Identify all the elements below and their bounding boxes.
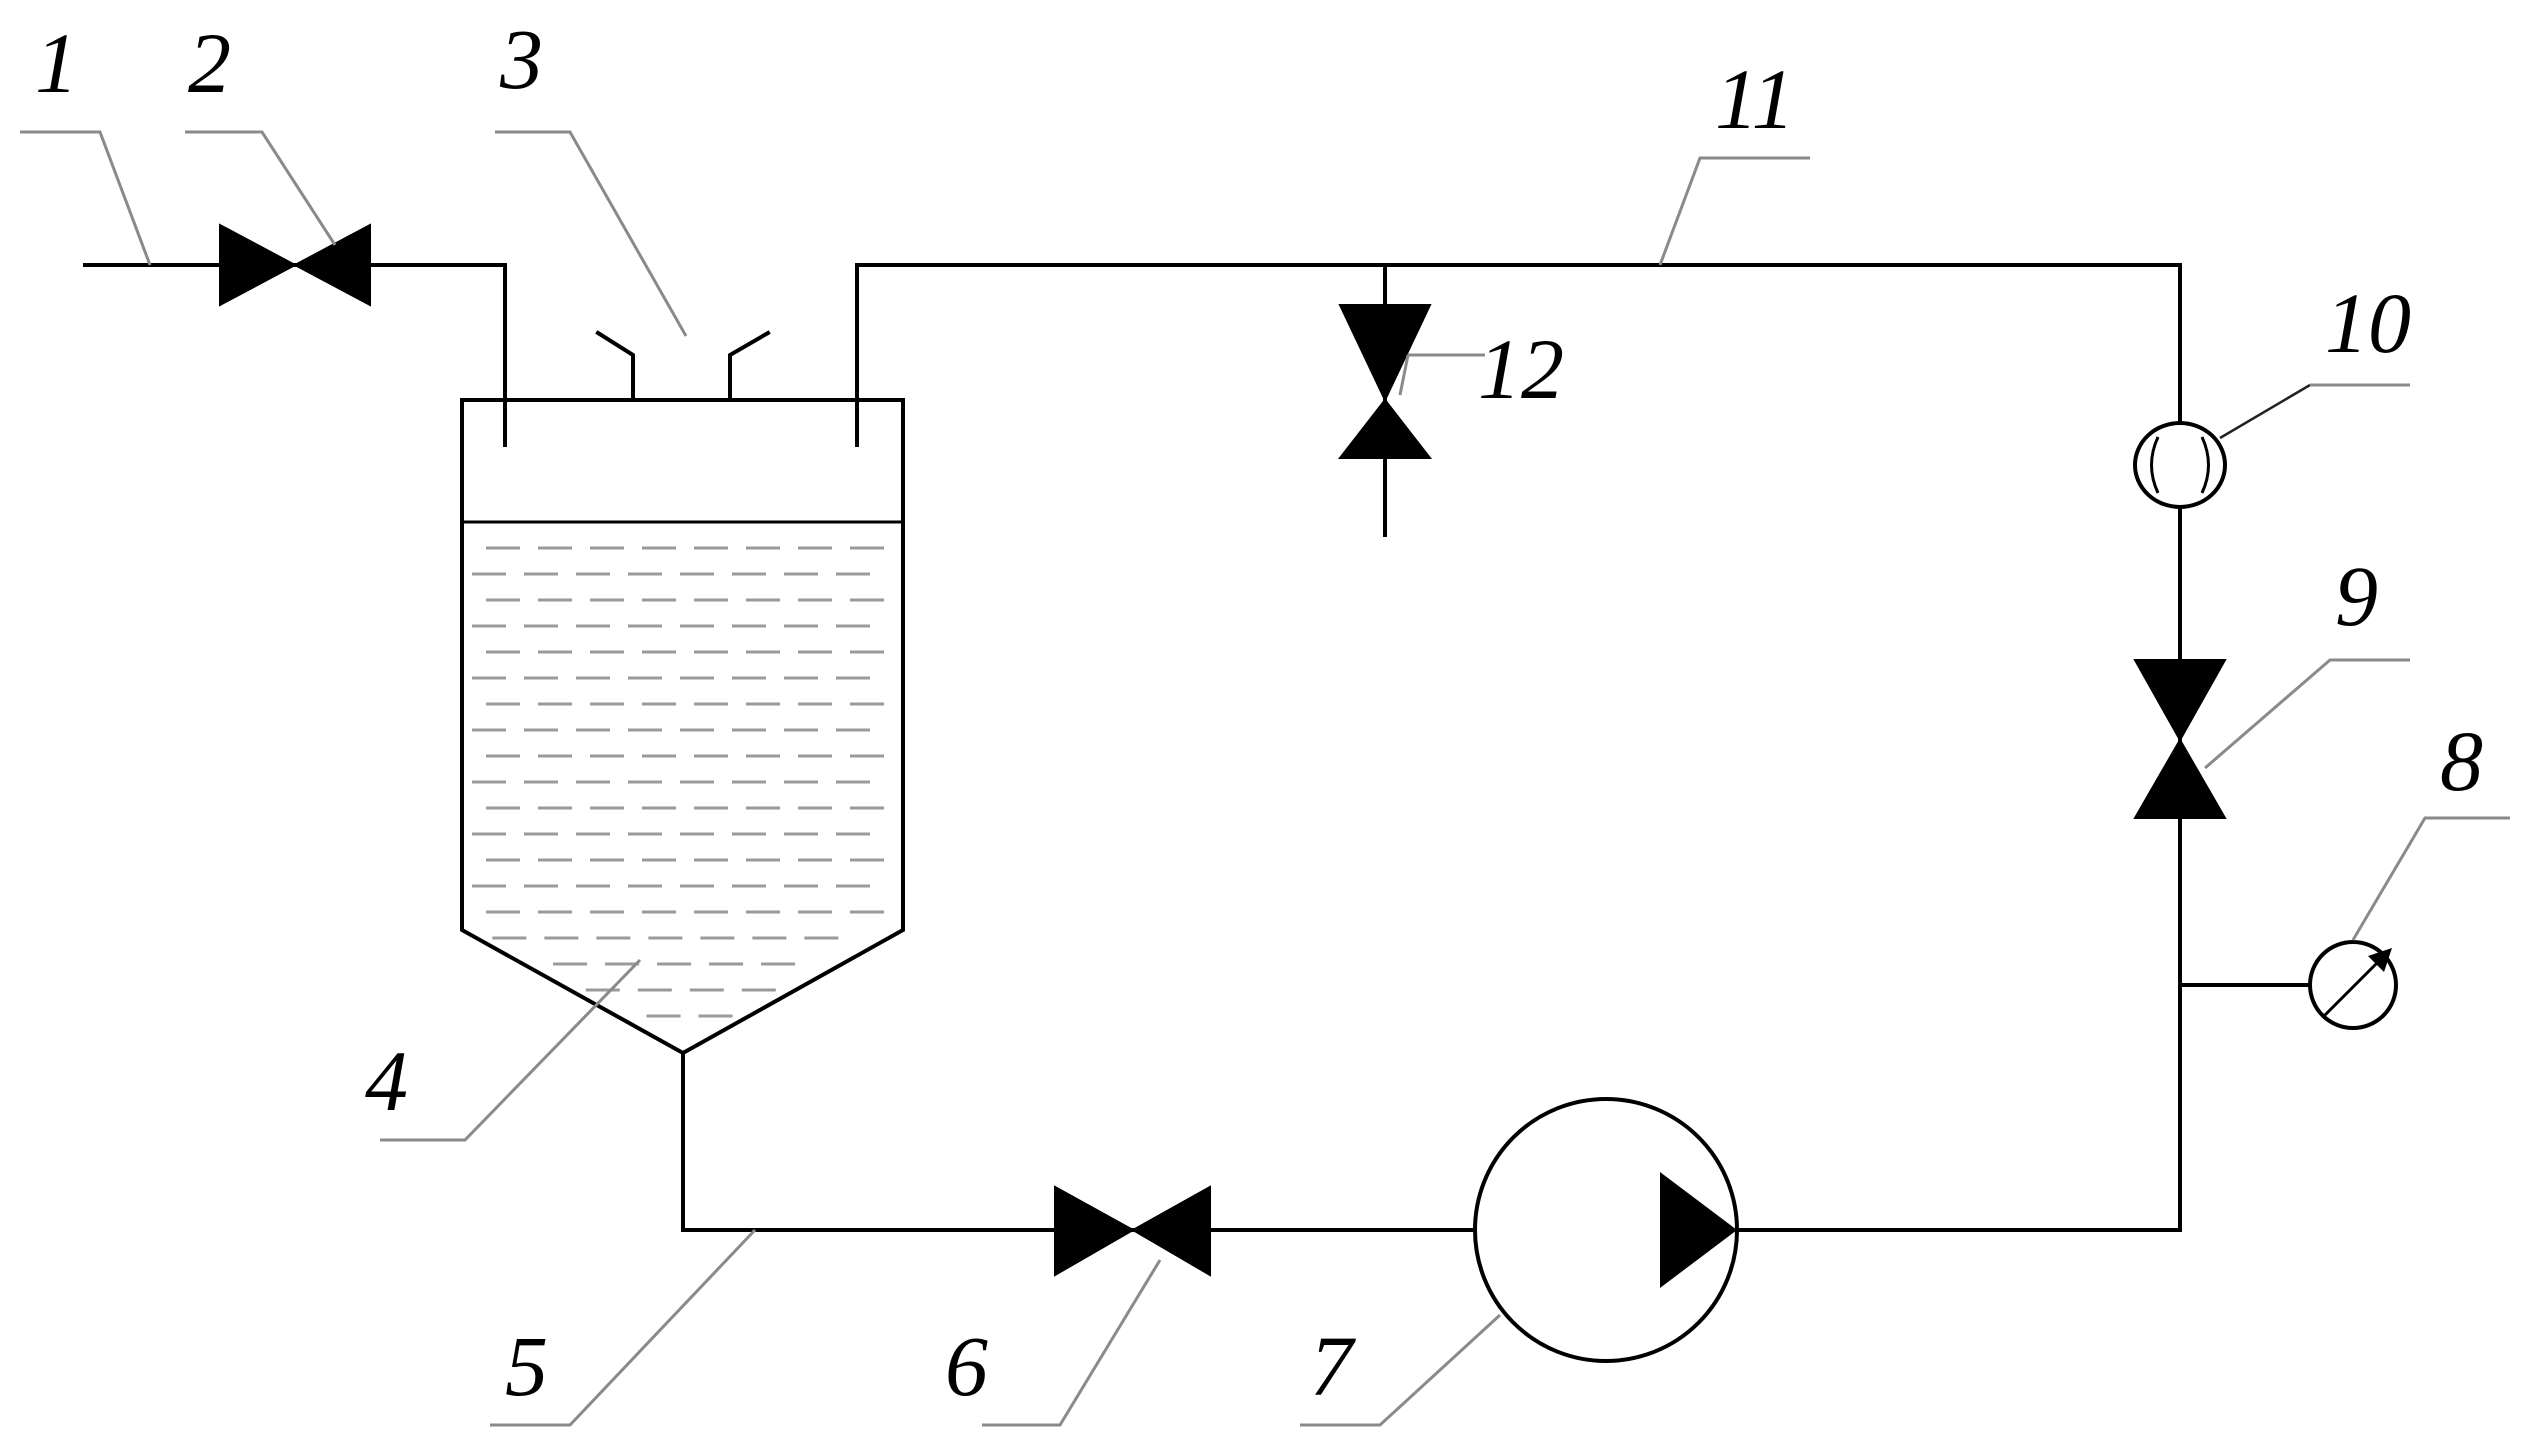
pump [1473,1097,1739,1363]
label-6: 6 [945,1318,988,1414]
label-2: 2 [188,15,231,111]
regulating-valve [2133,659,2227,819]
tank-liquid [462,520,903,1018]
label-4: 4 [365,1033,408,1129]
label-12: 12 [1478,321,1564,417]
label-11: 11 [1715,51,1795,147]
label-1: 1 [35,15,78,111]
label-3: 3 [499,11,543,107]
pressure-gauge [2178,940,2398,1030]
tank [460,398,905,1056]
label-9: 9 [2335,548,2378,644]
filler-neck [595,330,771,402]
label-10: 10 [2325,275,2411,371]
label-8: 8 [2440,713,2483,809]
inlet-valve [219,223,371,307]
suction-pipe [681,1051,2182,1232]
leader-lines [20,130,2510,1427]
label-7: 7 [1310,1318,1356,1414]
suction-valve [1054,1185,1211,1277]
drain-valve [1337,263,1433,537]
label-5: 5 [505,1318,548,1414]
flow-meter [2133,421,2227,509]
inlet-pipe [83,263,507,447]
